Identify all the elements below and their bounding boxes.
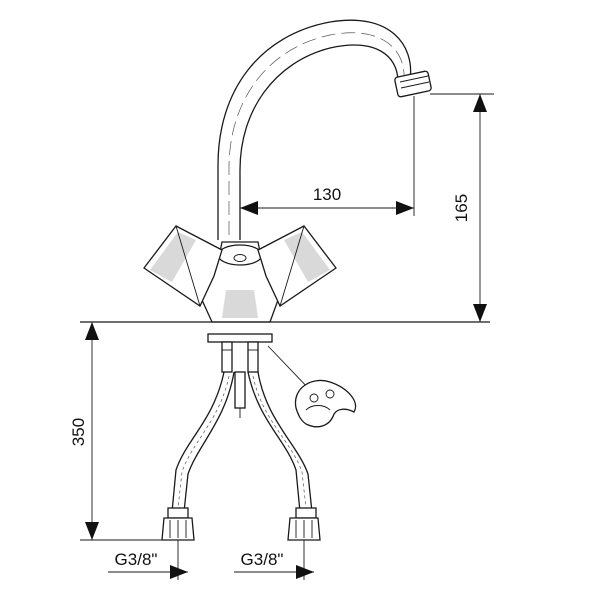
left-hose	[161, 371, 235, 541]
connection-right-label: G3/8"	[241, 550, 284, 569]
spout	[217, 19, 432, 240]
connection-right: G3/8"	[234, 540, 314, 580]
dimension-hose-length: 350	[69, 322, 162, 541]
dimension-spout-reach: 130	[240, 96, 415, 216]
connection-left-label: G3/8"	[115, 550, 158, 569]
connection-left: G3/8"	[108, 540, 188, 580]
mounting-flange	[207, 333, 273, 418]
right-handle	[257, 225, 337, 307]
right-hose	[247, 371, 321, 541]
dimension-spout-height: 165	[430, 93, 494, 322]
spout-reach-label: 130	[313, 185, 341, 204]
hose-length-label: 350	[69, 418, 88, 446]
left-handle	[143, 225, 223, 307]
fixing-clip-detail	[267, 345, 357, 428]
spout-height-label: 165	[452, 194, 471, 222]
